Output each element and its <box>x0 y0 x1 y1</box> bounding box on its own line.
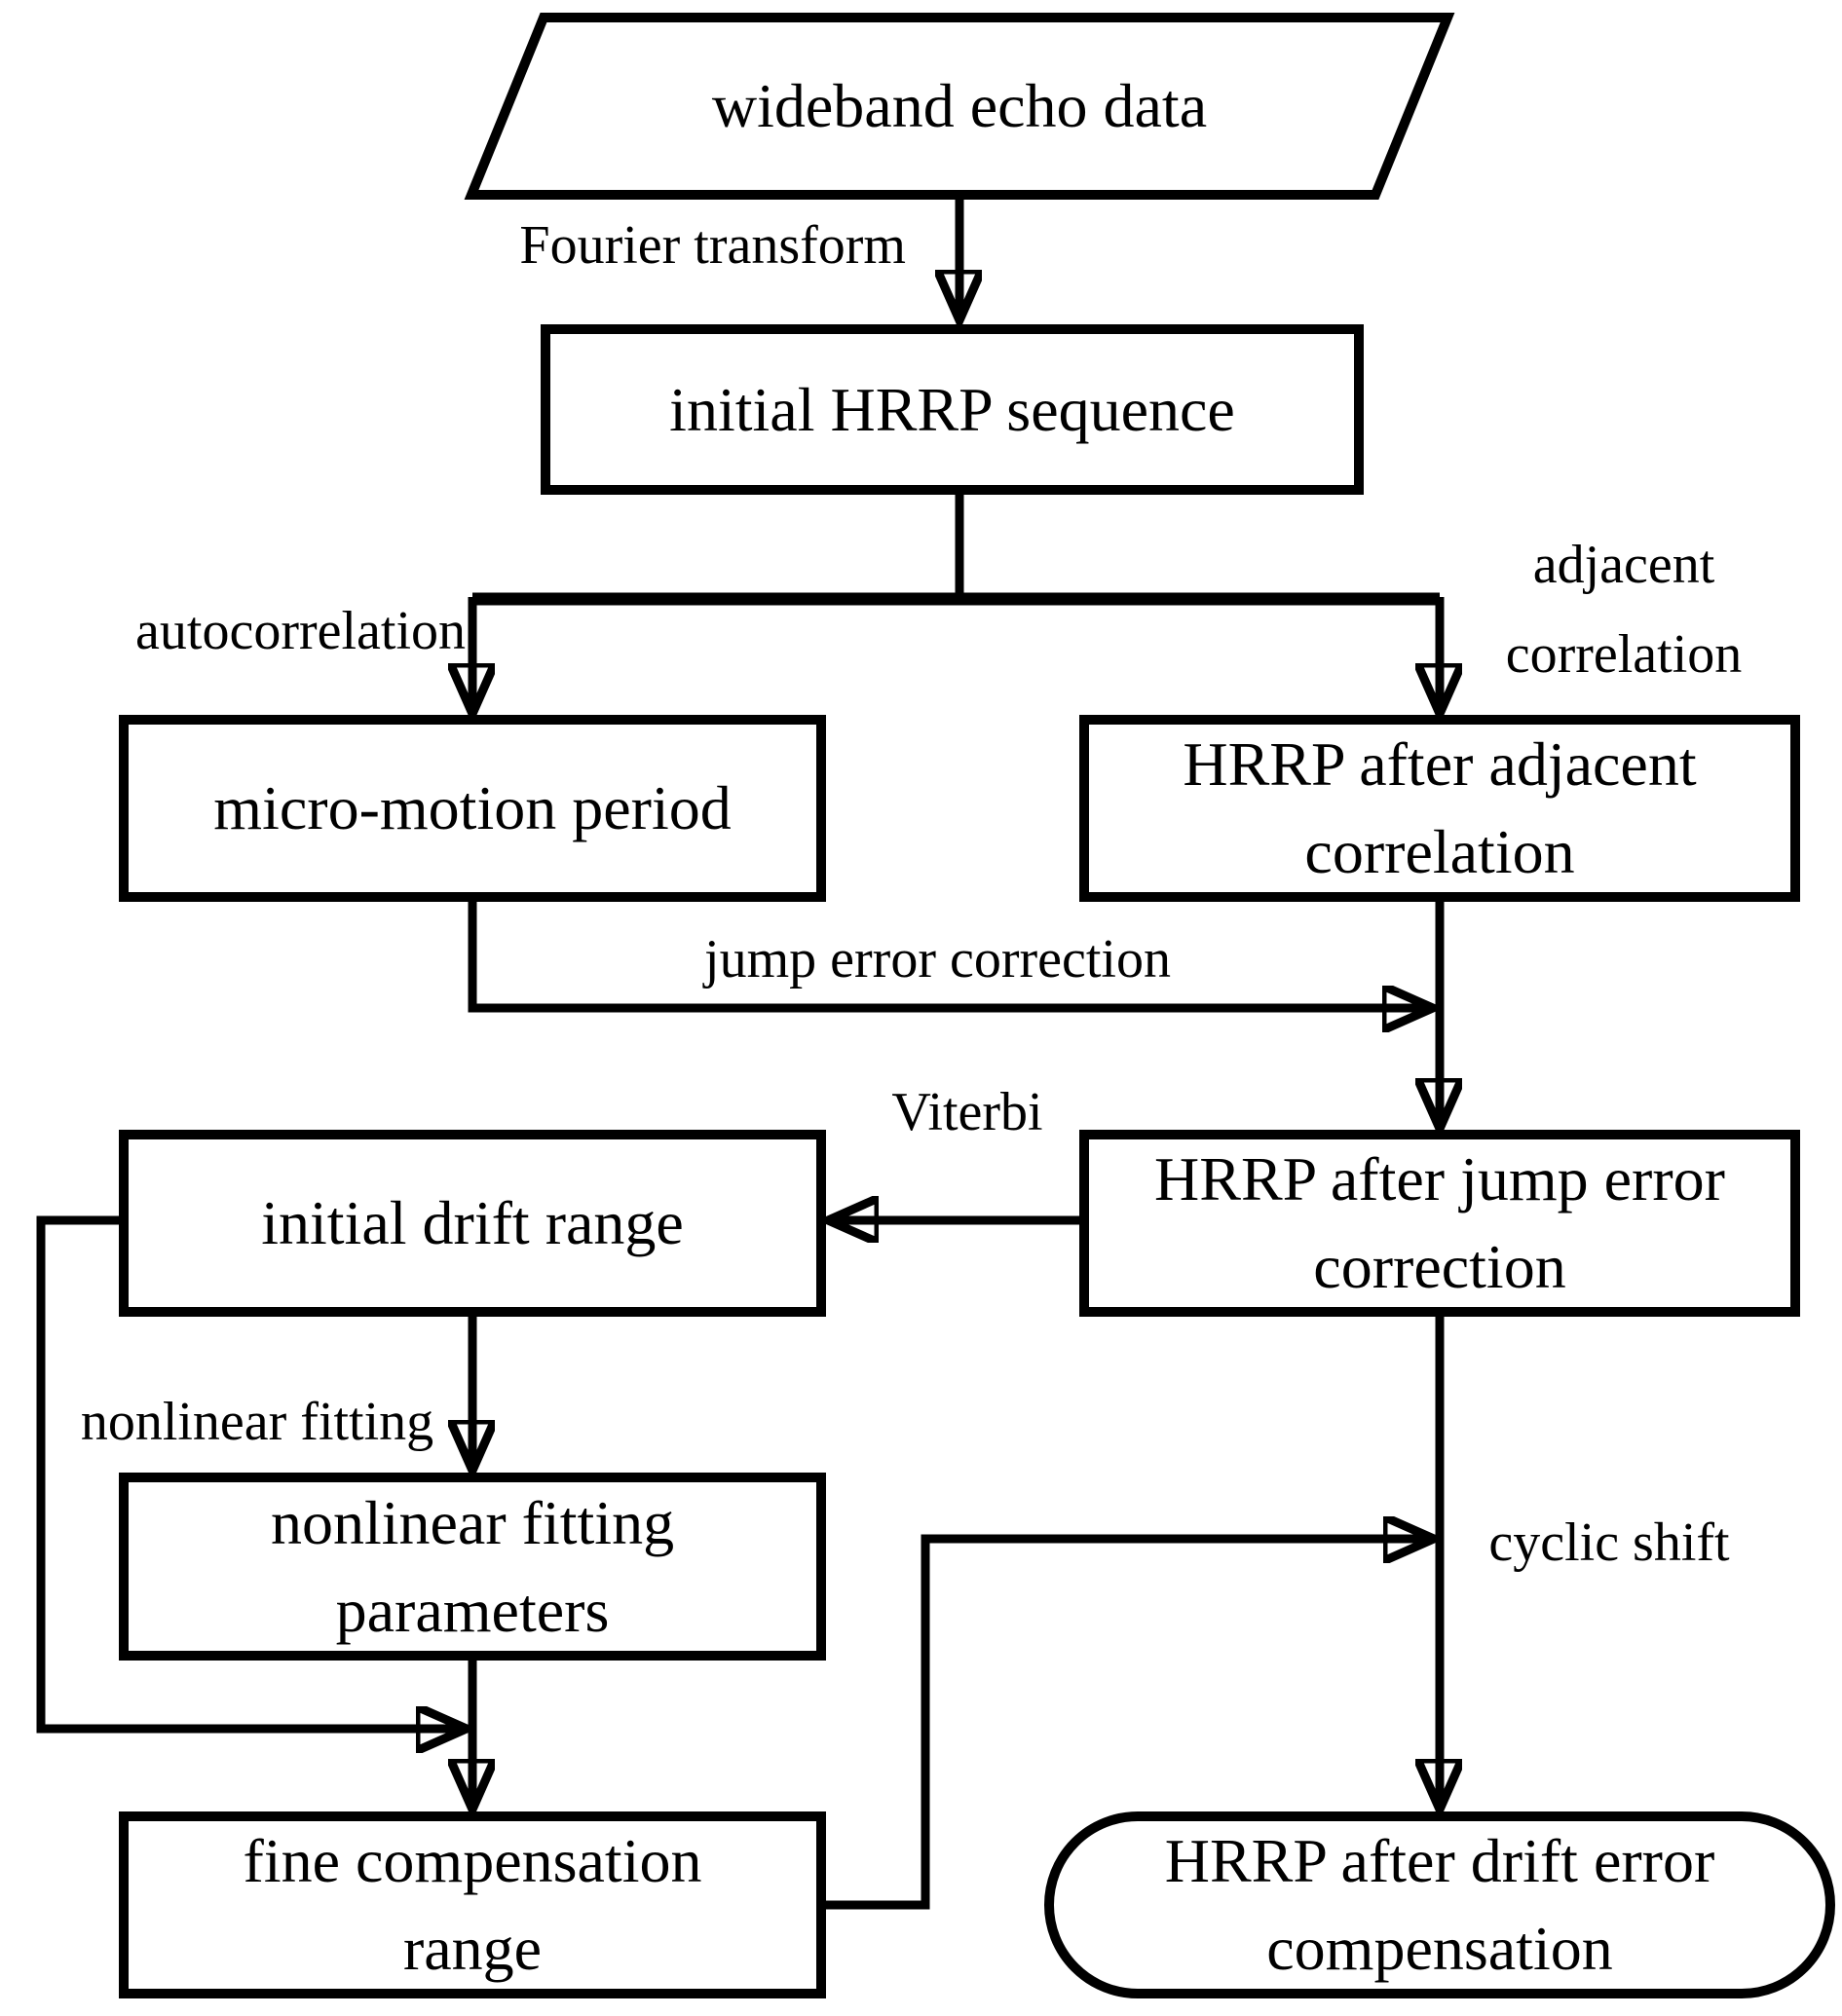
node-fine-compensation-range: fine compensation range <box>119 1811 826 1998</box>
label-adjacent-correlation: adjacent correlation <box>1505 535 1743 685</box>
wideband-parallelogram-shape <box>464 13 1455 200</box>
node-label: fine compensation range <box>243 1826 702 1983</box>
node-label: initial drift range <box>261 1188 684 1257</box>
label-fourier-transform: Fourier transform <box>519 215 906 276</box>
node-initial-drift-range: initial drift range <box>119 1130 826 1317</box>
node-label: micro-motion period <box>213 773 732 842</box>
edge-cyclic-shift <box>826 1539 1432 1910</box>
node-nonlinear-fitting-parameters: nonlinear fitting parameters <box>119 1473 826 1661</box>
label-nonlinear-fitting: nonlinear fitting <box>80 1392 434 1452</box>
label-jump-error-correction: jump error correction <box>704 929 1171 989</box>
node-label: initial HRRP sequence <box>669 374 1235 444</box>
edge-jump-error-correction <box>468 902 1431 1008</box>
node-wideband-echo-data: wideband echo data <box>471 18 1447 195</box>
node-hrrp-after-adjacent-correlation: HRRP after adjacent correlation <box>1079 715 1800 902</box>
node-hrrp-after-jump-error-correction: HRRP after jump error correction <box>1079 1130 1800 1317</box>
node-initial-hrrp-sequence: initial HRRP sequence <box>541 324 1364 495</box>
label-viterbi: Viterbi <box>891 1082 1043 1142</box>
label-autocorrelation: autocorrelation <box>135 601 466 661</box>
node-hrrp-after-drift-error-compensation: HRRP after drift error compensation <box>1044 1811 1835 1998</box>
node-label: wideband echo data <box>711 71 1208 140</box>
node-micro-motion-period: micro-motion period <box>119 715 826 902</box>
label-cyclic-shift: cyclic shift <box>1488 1512 1730 1573</box>
node-label: nonlinear fitting parameters <box>270 1487 675 1645</box>
edge-bypass-loop <box>36 1215 465 1729</box>
node-label: HRRP after jump error correction <box>1154 1144 1725 1301</box>
node-label: HRRP after drift error compensation <box>1164 1826 1715 1983</box>
node-label: HRRP after adjacent correlation <box>1183 729 1697 886</box>
